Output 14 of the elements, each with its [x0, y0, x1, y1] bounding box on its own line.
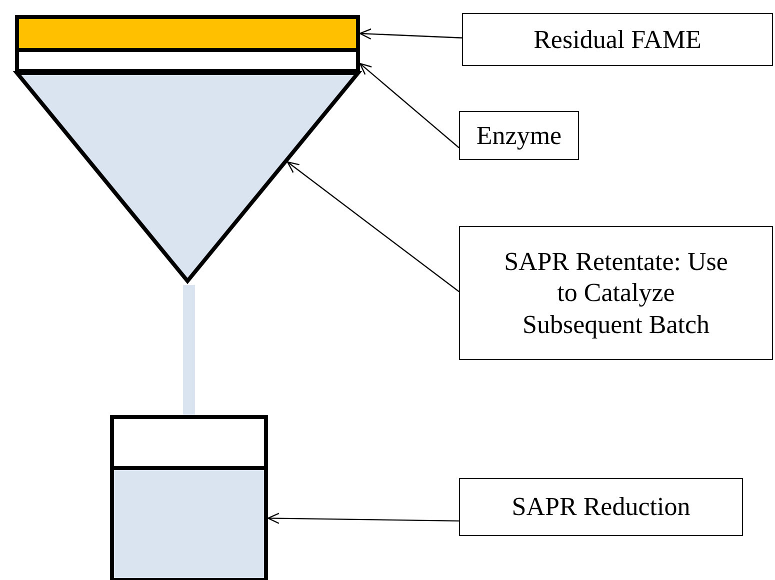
middle-layer [15, 52, 360, 73]
label-text: Residual FAME [534, 24, 702, 56]
leader-line [359, 62, 460, 148]
leader-line [267, 512, 459, 524]
label-box [462, 13, 773, 66]
label-box [459, 111, 579, 160]
label-text: SAPR Reduction [512, 491, 690, 523]
label-box [459, 226, 773, 360]
leader-line [286, 161, 460, 292]
top-layer [15, 15, 360, 52]
leader-line [359, 28, 462, 40]
label-box [459, 478, 743, 536]
label-text: SAPR Retentate: Use to Catalyze Subsequent Batch [503, 246, 729, 340]
label-text: Enzyme [476, 120, 562, 152]
